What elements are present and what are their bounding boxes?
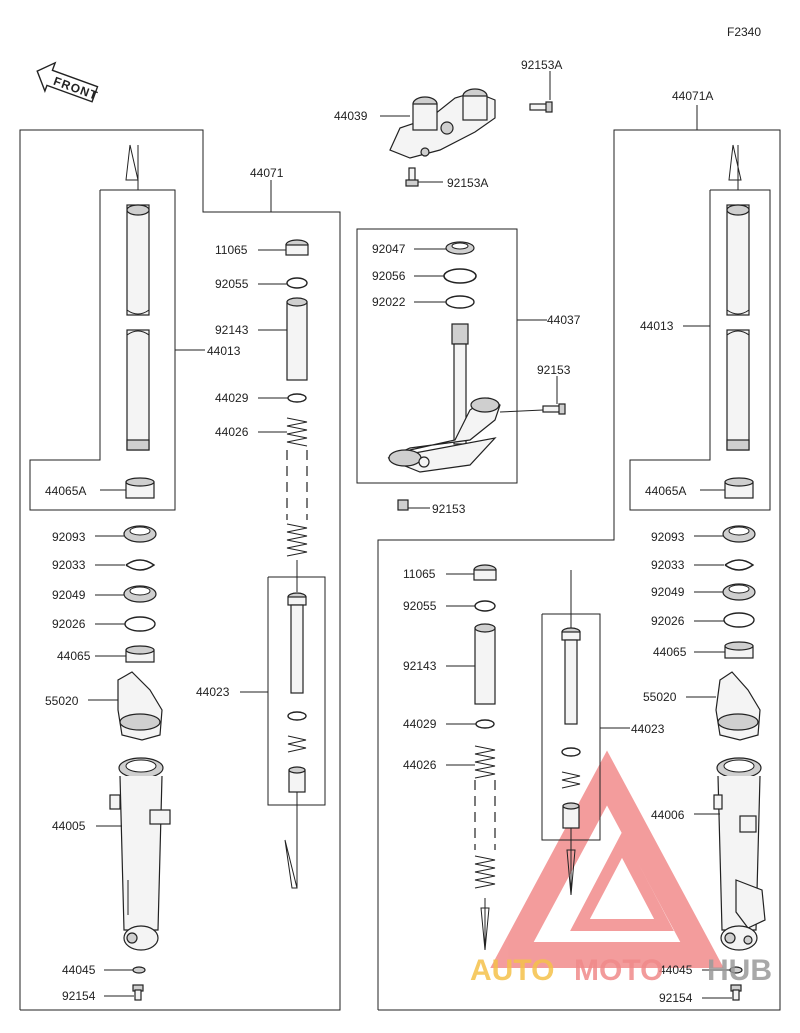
label-92154-right: 92154 — [659, 991, 693, 1005]
seal-92093-right — [722, 525, 756, 543]
damper-rod-44023-right — [561, 627, 581, 829]
label-44026-right: 44026 — [403, 758, 437, 772]
label-92055-right: 92055 — [403, 599, 437, 613]
guard-55020-right — [715, 671, 761, 741]
label-92153-stem-right: 92153 — [537, 363, 571, 377]
label-55020-right: 55020 — [643, 690, 677, 704]
label-92143-left: 92143 — [215, 323, 249, 337]
clip-92033-right — [724, 559, 755, 571]
label-92153A-top: 92153A — [521, 58, 562, 72]
label-44029-left: 44029 — [215, 391, 249, 405]
damper-rod-44023-left — [287, 592, 307, 793]
label-44013-right: 44013 — [640, 319, 674, 333]
label-92143-right: 92143 — [403, 659, 437, 673]
spring-44026-left — [286, 417, 308, 557]
label-11065-left: 11065 — [215, 243, 248, 257]
label-11065-right: 11065 — [403, 567, 436, 581]
watermark-logo — [490, 750, 724, 968]
watermark-text: AUTO MOTO HUB — [470, 954, 772, 987]
collar-92143-left — [286, 297, 308, 381]
outer-tube-44006 — [713, 757, 766, 951]
washer-92026-right — [723, 612, 755, 628]
label-44065-right: 44065 — [653, 645, 687, 659]
bushing-44065-left — [125, 645, 155, 663]
label-44013-left: 44013 — [207, 344, 241, 358]
seal-92093-left — [123, 525, 157, 543]
guard-55020-left — [117, 671, 163, 741]
washer-92026-left — [124, 616, 156, 632]
label-92049-left: 92049 — [52, 588, 86, 602]
inner-tube-44013-right — [726, 144, 750, 451]
label-44071: 44071 — [250, 166, 284, 180]
label-92153-stem-bottom: 92153 — [432, 502, 466, 516]
clip-92033-left — [125, 559, 156, 571]
oring-92055-right — [474, 600, 496, 612]
bolt-92153-stem-bottom — [397, 499, 409, 511]
bushing-44065-right — [724, 641, 754, 659]
bolt-92153A-top — [529, 101, 553, 113]
label-44006: 44006 — [651, 808, 685, 822]
washer-44045-left — [132, 966, 146, 974]
label-44065-left: 44065 — [57, 649, 91, 663]
label-92022: 92022 — [372, 295, 406, 309]
seal-92056 — [443, 268, 477, 284]
washer-44029-left — [287, 393, 307, 403]
label-44005: 44005 — [52, 819, 86, 833]
diagram-id: F2340 — [727, 25, 761, 39]
group-outline-44071 — [19, 129, 341, 1011]
label-92153A-bottom: 92153A — [447, 176, 488, 190]
label-92026-right: 92026 — [651, 614, 685, 628]
group-outline-44071A — [377, 129, 781, 1011]
watermark-hub: HUB — [707, 954, 772, 987]
bolt-92153A-bottom — [405, 167, 419, 187]
bushing-44065A-left — [125, 477, 155, 499]
label-92033-right: 92033 — [651, 558, 685, 572]
seal-92049-right — [722, 583, 756, 601]
bushing-44065A-right — [724, 477, 754, 499]
label-44023-right: 44023 — [631, 722, 665, 736]
seal-92049-left — [123, 585, 157, 603]
label-55020-left: 55020 — [45, 694, 79, 708]
watermark-moto: MOTO — [574, 954, 663, 987]
watermark-auto: AUTO — [470, 954, 554, 987]
label-44071A: 44071A — [672, 89, 713, 103]
label-44045-left: 44045 — [62, 963, 96, 977]
group-outline-44037 — [356, 228, 518, 484]
label-44065A-left: 44065A — [45, 484, 86, 498]
outer-tube-44005 — [109, 757, 171, 951]
label-92049-right: 92049 — [651, 585, 685, 599]
label-92047: 92047 — [372, 242, 406, 256]
bolt-92153-stem-right — [542, 403, 566, 415]
label-92093-left: 92093 — [52, 530, 86, 544]
washer-92022 — [445, 295, 475, 309]
label-92056: 92056 — [372, 269, 406, 283]
collar-92143-right — [474, 623, 496, 705]
label-44039: 44039 — [334, 109, 368, 123]
washer-44029-right — [475, 719, 495, 729]
label-92154-left: 92154 — [62, 989, 96, 1003]
label-44023-left: 44023 — [196, 685, 230, 699]
label-92026-left: 92026 — [52, 617, 86, 631]
label-44037: 44037 — [547, 313, 581, 327]
label-44065A-right: 44065A — [645, 484, 686, 498]
oring-92055-left — [286, 277, 308, 289]
label-92093-right: 92093 — [651, 530, 685, 544]
bolt-92154-right — [730, 984, 742, 1001]
label-44026-left: 44026 — [215, 425, 249, 439]
label-44045-right: 44045 — [659, 963, 693, 977]
bolt-92154-left — [132, 984, 144, 1001]
label-92055-left: 92055 — [215, 277, 249, 291]
cap-11065-right — [473, 564, 497, 581]
spring-44026-right — [474, 745, 496, 889]
seal-92047 — [445, 241, 475, 255]
steering-stem-44037 — [387, 323, 501, 473]
inner-tube-44013-left — [125, 144, 150, 451]
front-arrow-icon: FRONT — [36, 61, 100, 103]
cap-11065-left — [285, 239, 309, 256]
label-92033-left: 92033 — [52, 558, 86, 572]
upper-bracket-44039 — [389, 88, 496, 159]
label-44029-right: 44029 — [403, 717, 437, 731]
